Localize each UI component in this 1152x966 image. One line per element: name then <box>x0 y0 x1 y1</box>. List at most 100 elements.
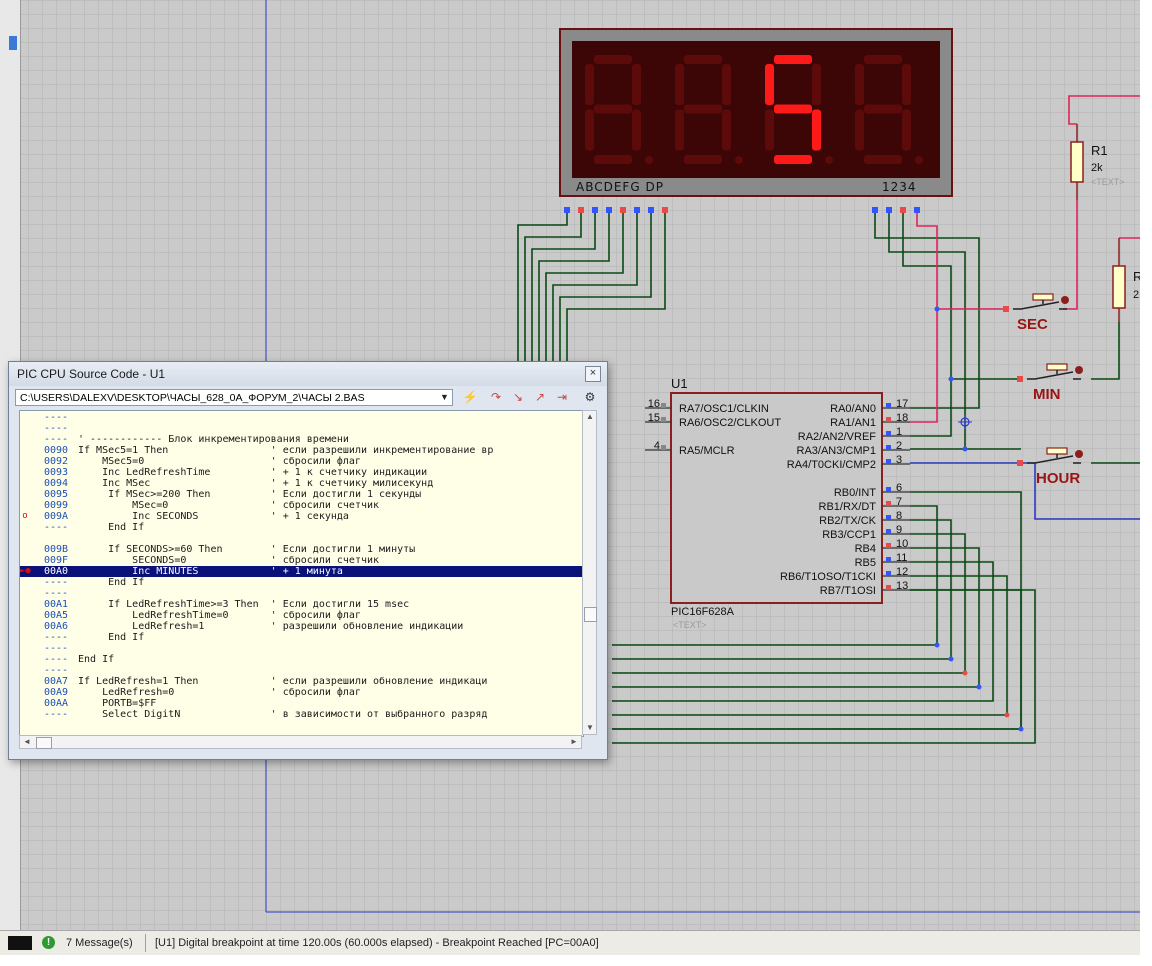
code-line[interactable]: ---- <box>20 588 583 599</box>
pushbutton-sec[interactable]: SEC <box>1003 293 1069 333</box>
code-line[interactable]: 00A1 If LedRefreshTime>=3 Then ' Если до… <box>20 599 583 610</box>
options-icon[interactable]: ⚙ <box>584 390 596 404</box>
source-code-window[interactable]: PIC CPU Source Code - U1 × C:\USERS\DALE… <box>8 361 608 760</box>
code-line[interactable] <box>20 533 583 544</box>
wire-junction <box>948 376 954 382</box>
message-count[interactable]: 7 Message(s) <box>66 937 133 949</box>
source-window-titlebar[interactable]: PIC CPU Source Code - U1 × <box>9 362 607 386</box>
code-line[interactable]: ---- Select DigitN ' в зависимости от вы… <box>20 709 583 720</box>
code-line[interactable]: 009F SECONDS=0 ' сбросили счетчик <box>20 555 583 566</box>
wire-junction <box>934 642 940 648</box>
code-line[interactable]: ---- <box>20 412 583 423</box>
code-line[interactable]: 0093 Inc LedRefreshTime ' + 1 к счетчику… <box>20 467 583 478</box>
mcu-right-pin-name: RA1/AN1 <box>830 417 876 429</box>
chevron-down-icon[interactable]: ▼ <box>440 392 449 402</box>
resistor-r1[interactable]: R1 2k <TEXT> <box>1070 124 1125 200</box>
horizontal-scroll-thumb[interactable] <box>36 737 52 749</box>
code-line[interactable]: ---- End If <box>20 632 583 643</box>
wires <box>517 95 1140 744</box>
code-line[interactable]: 00A9 LedRefresh=0 ' сбросили флаг <box>20 687 583 698</box>
mcu-right-pin-number: 7 <box>896 496 902 508</box>
code-address: ---- <box>44 709 69 720</box>
pushbutton-label: MIN <box>1033 386 1061 403</box>
pushbutton-label: SEC <box>1017 316 1048 333</box>
mcu-right-pin-name: RB2/TX/CK <box>819 515 877 527</box>
code-line[interactable]: 0095 If MSec>=200 Then ' Если достигли 1… <box>20 489 583 500</box>
code-line[interactable]: ---- End If <box>20 577 583 588</box>
code-line[interactable]: 00A5 LedRefreshTime=0 ' сбросили флаг <box>20 610 583 621</box>
mcu-right-pin-name: RB7/T1OSI <box>820 585 876 597</box>
wire <box>545 213 624 362</box>
step-into-icon[interactable]: ↘ <box>512 390 524 404</box>
display-digit-pin <box>914 207 920 213</box>
code-address: 0090 <box>44 445 69 456</box>
breakpoint-marker[interactable]: ►● <box>20 566 31 576</box>
wire <box>612 547 980 688</box>
code-address: ---- <box>44 577 69 588</box>
scroll-left-icon[interactable]: ◄ <box>23 737 31 746</box>
wire-junction <box>962 446 968 452</box>
wire <box>566 213 666 362</box>
code-line[interactable]: 0092 MSec5=0 ' сбросили флаг <box>20 456 583 467</box>
pushbutton-hour[interactable]: HOUR <box>1017 447 1083 487</box>
code-line[interactable]: ---- <box>20 423 583 434</box>
scroll-up-icon[interactable]: ▲ <box>586 412 594 421</box>
code-text: If MSec5=1 Then ' если разрешили инкреме… <box>78 445 494 456</box>
close-icon[interactable]: × <box>585 366 601 382</box>
status-bar: ! 7 Message(s) [U1] Digital breakpoint a… <box>0 930 1140 955</box>
scroll-down-icon[interactable]: ▼ <box>586 723 594 732</box>
code-line-current[interactable]: ►●00A0 Inc MINUTES ' + 1 минута <box>20 566 583 577</box>
code-address: ---- <box>44 423 69 434</box>
simulation-status: [U1] Digital breakpoint at time 120.00s … <box>155 937 599 949</box>
code-text: Select DigitN ' в зависимости от выбранн… <box>78 709 488 720</box>
source-code-listing[interactable]: ------------' ------------ Блок инкремен… <box>19 410 584 737</box>
breakpoint-marker[interactable]: o <box>22 511 28 521</box>
display-digit-2 <box>675 55 743 164</box>
code-line[interactable]: 00A6 LedRefresh=1 ' разрешили обновление… <box>20 621 583 632</box>
code-line[interactable]: ---- <box>20 665 583 676</box>
code-address: ---- <box>44 665 69 676</box>
message-status-icon[interactable]: ! <box>42 936 55 949</box>
wire <box>538 213 610 362</box>
vertical-scrollbar[interactable]: ▲ ▼ <box>582 410 597 735</box>
resistor-r2[interactable]: R 2 <box>1112 238 1140 322</box>
code-address: ---- <box>44 632 69 643</box>
toolbar-marker <box>9 36 17 50</box>
mcu-right-pin-number: 6 <box>896 482 902 494</box>
mcu-right-pin-number: 8 <box>896 510 902 522</box>
toggle-breakpoint-icon[interactable]: ⇥ <box>556 390 568 404</box>
wire <box>612 561 994 702</box>
mcu-right-pin-number: 1 <box>896 426 902 438</box>
vertical-scroll-thumb[interactable] <box>584 607 597 622</box>
code-text: MSec=0 ' сбросили счетчик <box>78 500 380 511</box>
code-text: End If <box>78 654 115 665</box>
wire <box>1068 95 1140 125</box>
code-line[interactable]: 0094 Inc MSec ' + 1 к счетчику милисекун… <box>20 478 583 489</box>
code-line[interactable]: 009B If SECONDS>=60 Then ' Если достигли… <box>20 544 583 555</box>
code-line[interactable]: ---- <box>20 643 583 654</box>
code-text: Inc MINUTES ' + 1 минута <box>78 566 343 577</box>
code-line[interactable]: ----End If <box>20 654 583 665</box>
code-line[interactable]: 0099 MSec=0 ' сбросили счетчик <box>20 500 583 511</box>
source-file-select[interactable]: C:\USERS\DALEXV\DESKTOP\ЧАСЫ_628_0A_ФОРУ… <box>15 389 453 406</box>
run-to-cursor-icon[interactable]: ⚡ <box>462 390 478 404</box>
code-address: 00A5 <box>44 610 69 621</box>
code-line[interactable]: ---- End If <box>20 522 583 533</box>
code-line[interactable]: 0090 If MSec5=1 Then ' если разрешили инк… <box>20 445 583 456</box>
step-out-icon[interactable]: ↗ <box>534 390 546 404</box>
step-over-icon[interactable]: ↷ <box>490 390 502 404</box>
horizontal-scrollbar[interactable]: ◄ ► <box>19 735 582 749</box>
code-line[interactable]: 00AA PORTB=$FF <box>20 698 583 709</box>
scroll-right-icon[interactable]: ► <box>570 737 578 746</box>
display-digit-1 <box>585 55 653 164</box>
code-line[interactable]: ----' ------------ Блок инкрементировани… <box>20 434 583 445</box>
seven-segment-display[interactable]: ABCDEFG DP 1234 <box>559 28 953 197</box>
mcu-right-pin-name: RB5 <box>855 557 876 569</box>
cursor-crosshair <box>958 415 972 429</box>
pushbutton-min[interactable]: MIN <box>1017 363 1083 403</box>
animation-control[interactable] <box>8 936 32 950</box>
r2-ref-label: R <box>1133 269 1140 284</box>
